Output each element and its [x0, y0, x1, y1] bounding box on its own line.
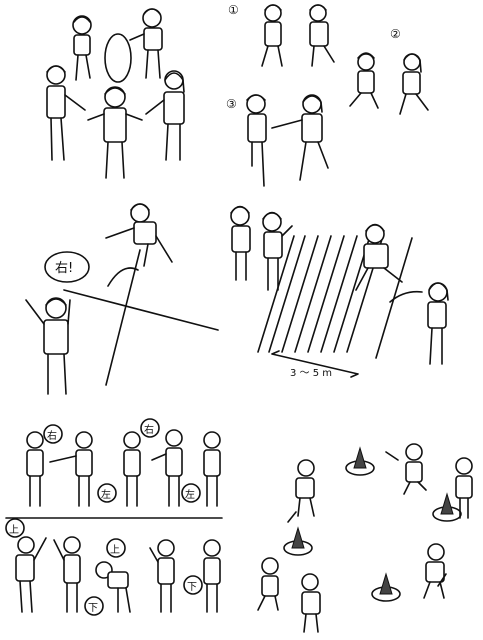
motion-arrow	[385, 451, 399, 461]
child-figure	[262, 211, 293, 291]
label-circle: 左	[97, 483, 117, 503]
svg-text:左: 左	[101, 488, 111, 501]
panel-mirror-game: 右 右 左 左 上 上 下 下	[5, 418, 223, 616]
child-figure	[72, 15, 92, 81]
pole	[105, 249, 141, 386]
label-circle: 上	[106, 538, 126, 558]
distance-label: 3 〜 5 m	[290, 368, 332, 379]
child-figure	[257, 557, 279, 611]
label-circle: 左	[181, 483, 201, 503]
panel-pole-jump: 右!	[25, 203, 219, 395]
hoop	[104, 33, 132, 83]
child-figure	[46, 65, 86, 161]
cone	[371, 572, 401, 602]
step-marker-1: ①	[228, 3, 239, 17]
child-figure	[427, 282, 449, 365]
child-figure	[403, 443, 427, 495]
child-figure	[145, 70, 185, 161]
motion-arrow	[107, 267, 139, 287]
child-figure	[455, 457, 473, 519]
child-figure	[49, 431, 93, 507]
child-figure	[105, 203, 173, 267]
svg-text:下: 下	[187, 582, 197, 593]
child-figure	[230, 205, 251, 281]
svg-text:上: 上	[9, 524, 19, 536]
label-circle: 右	[43, 424, 63, 444]
child-figure	[261, 4, 283, 67]
motion-arrow	[287, 511, 297, 523]
panel-cone-square	[257, 443, 473, 633]
child-figure	[301, 573, 321, 633]
child-figure	[309, 4, 335, 67]
cone	[283, 526, 313, 556]
motion-arrow	[437, 573, 447, 587]
svg-text:右: 右	[47, 429, 57, 442]
svg-text:右: 右	[144, 423, 154, 436]
panel-ladder-run: 3 〜 5 m	[230, 205, 449, 379]
cone	[432, 492, 462, 522]
label-circle: 下	[183, 575, 203, 595]
panel-hoop-game	[46, 8, 185, 179]
square-course	[297, 465, 448, 593]
child-figure	[149, 539, 175, 613]
motion-arrow	[389, 290, 423, 303]
child-figure	[123, 431, 141, 507]
pole	[63, 289, 219, 331]
cone	[345, 446, 375, 476]
child-figure	[349, 52, 379, 109]
child-figure	[15, 536, 47, 613]
label-circle: 右	[140, 418, 160, 438]
svg-text:下: 下	[88, 603, 98, 614]
speech-text: 右!	[55, 261, 73, 276]
child-figure	[25, 297, 71, 395]
child-figure	[203, 431, 221, 507]
distance-arrow	[271, 350, 359, 378]
child-figure	[423, 543, 445, 599]
child-figure	[151, 429, 183, 507]
speech-bubble	[44, 251, 90, 283]
svg-text:左: 左	[185, 488, 195, 501]
child-figure	[246, 94, 267, 187]
child-figure	[129, 8, 163, 79]
step-marker-3: ③	[226, 97, 237, 111]
step-marker-2: ②	[390, 27, 401, 41]
child-figure	[295, 459, 315, 517]
child-figure	[26, 431, 44, 507]
child-figure	[271, 94, 329, 181]
child-figure	[355, 223, 403, 291]
label-circle: 上	[5, 518, 25, 538]
child-figure	[53, 536, 81, 613]
child-figure	[203, 539, 221, 613]
child-figure	[87, 86, 143, 179]
child-figure	[95, 561, 131, 613]
svg-text:上: 上	[110, 544, 120, 556]
panel-jump-steps: ① ② ③	[226, 3, 429, 187]
child-figure	[399, 53, 429, 115]
label-circle: 下	[84, 596, 104, 616]
